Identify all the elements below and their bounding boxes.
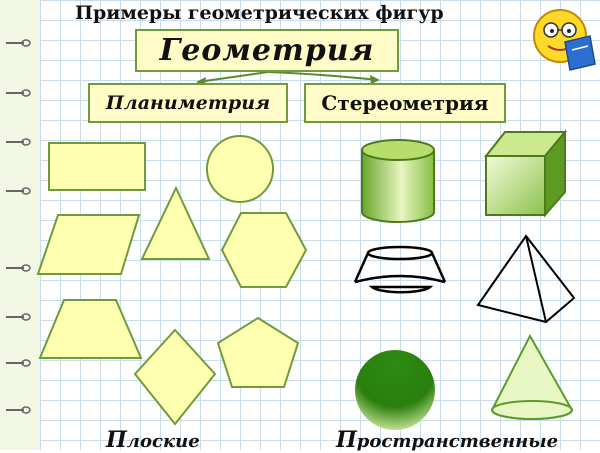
branch-arrows [196,71,380,86]
binder-ring-icon [6,313,31,321]
binder-ring-icon [6,359,31,367]
planimetry-box: Планиметрия [88,83,288,123]
smiley-mascot-icon [533,9,596,71]
spatial-shapes-label: Пространственные [336,427,559,453]
truncated-cone-shape [353,245,447,294]
circle-shape [206,135,274,203]
binder-ring-icon [6,187,31,195]
flat-shapes-label: Плоские [106,427,200,453]
geometry-root-box: Геометрия [135,29,399,72]
binder-ring-icon [6,264,31,272]
pyramid-shape [476,234,576,324]
cube-shape [483,129,568,218]
parallelogram-shape [36,214,141,275]
cone-shape [490,333,574,420]
binder-ring-icon [6,138,31,146]
page-title: Примеры геометрических фигур [75,2,444,24]
cylinder-shape [361,139,435,223]
rhombus-shape [133,328,217,426]
pentagon-shape [216,316,300,388]
binder-ring-icon [6,39,31,47]
trapezoid-shape [38,299,143,359]
binder-ring-icon [6,89,31,97]
hexagon-shape [220,212,308,288]
sphere-shape [355,350,435,430]
stereometry-box: Стереометрия [304,83,506,123]
triangle-shape [140,185,211,260]
rectangle-shape [48,142,146,191]
binder-ring-icon [6,406,31,414]
